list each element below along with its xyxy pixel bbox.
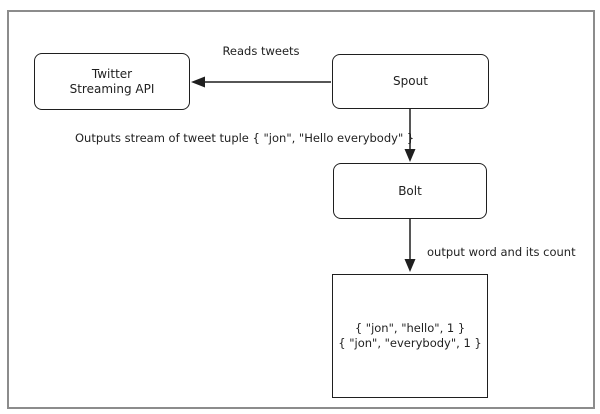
output-tuple-line2: { "jon", "everybody", 1 } xyxy=(338,336,482,350)
edge-label-reads-tweets: Reads tweets xyxy=(222,44,300,58)
node-bolt: Bolt xyxy=(333,163,487,219)
node-bolt-label: Bolt xyxy=(398,183,422,198)
node-output-tuples: { "jon", "hello", 1 } { "jon", "everybod… xyxy=(332,274,488,398)
output-tuple-line1: { "jon", "hello", 1 } xyxy=(354,321,466,335)
edge-label-outputs-stream: Outputs stream of tweet tuple { "jon", "… xyxy=(75,131,415,145)
node-twitter-label-line1: Twitter xyxy=(91,66,133,81)
node-twitter-label-line2: Streaming API xyxy=(69,81,155,96)
edge-label-output-word-count: output word and its count xyxy=(427,245,576,259)
node-spout-label: Spout xyxy=(393,74,428,88)
node-spout: Spout xyxy=(332,54,489,109)
node-twitter-streaming-api: Twitter Streaming API xyxy=(34,53,190,110)
